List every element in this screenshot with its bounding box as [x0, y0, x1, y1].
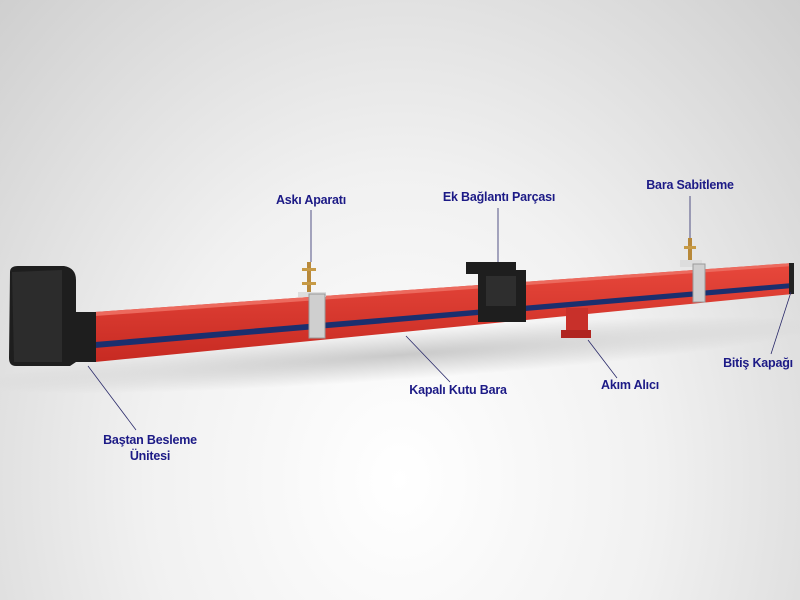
end-cap [789, 263, 794, 294]
label-end-cap: Bitiş Kapağı [723, 356, 793, 370]
floor-shadow [0, 316, 800, 394]
label-feed-unit: Baştan Besleme Ünitesi [103, 432, 197, 464]
hanger-clamp-2 [680, 238, 706, 303]
hanger-clamp-1 [298, 262, 326, 339]
label-feed-unit-line2: Ünitesi [129, 449, 171, 463]
label-collector: Akım Alıcı [601, 378, 659, 392]
label-joint: Ek Bağlantı Parçası [442, 190, 556, 204]
label-feed-unit-line1: Baştan Besleme [103, 433, 197, 447]
blue-stripe [95, 283, 793, 348]
feed-unit-highlight [12, 270, 62, 362]
leader-lines [87, 196, 792, 431]
joint-connector [466, 262, 526, 322]
current-collector [561, 308, 591, 338]
busbar-top-face [95, 263, 793, 316]
label-fixing: Bara Sabitleme [646, 178, 734, 192]
label-busbar: Kapalı Kutu Bara [409, 383, 507, 397]
label-hanger: Askı Aparatı [275, 193, 347, 207]
